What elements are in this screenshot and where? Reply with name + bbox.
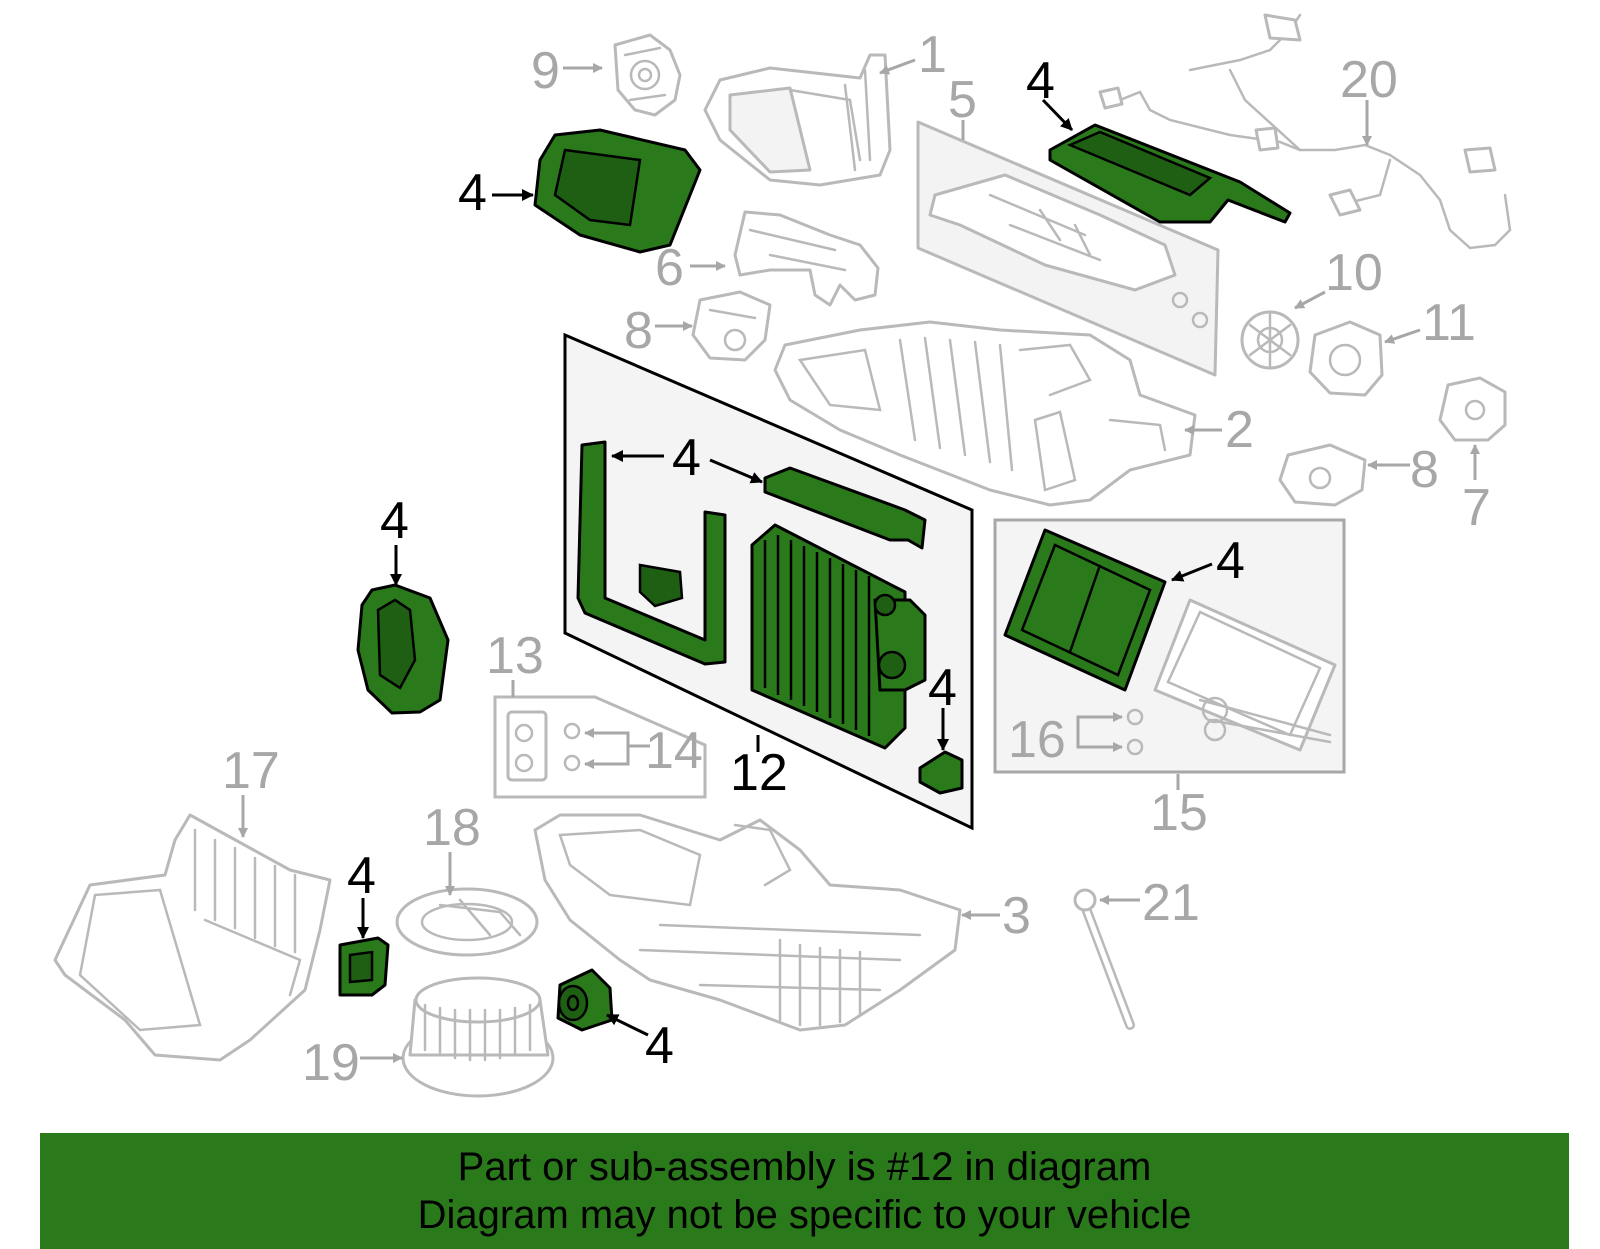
callout-4b: 4 — [458, 164, 487, 222]
part-14-o-rings — [563, 722, 581, 772]
callout-16: 16 — [1008, 711, 1066, 769]
callout-8b: 8 — [1410, 441, 1439, 499]
callout-11: 11 — [1422, 294, 1476, 352]
info-banner: Part or sub-assembly is #12 in diagram D… — [40, 1133, 1569, 1249]
callout-4g: 4 — [347, 847, 376, 905]
part-4-seal-d — [763, 466, 927, 550]
callout-4e: 4 — [1216, 532, 1245, 590]
part-13-expansion-valve — [506, 710, 548, 782]
part-4-seal-a — [533, 128, 702, 254]
part-17-lower-housing — [53, 813, 332, 1062]
callout-4f: 4 — [928, 659, 957, 717]
part-15-heater-core — [1153, 598, 1337, 752]
callout-15: 15 — [1150, 784, 1208, 842]
part-4-seal-e — [918, 750, 964, 795]
callout-5: 5 — [948, 71, 977, 129]
banner-line-2: Diagram may not be specific to your vehi… — [417, 1193, 1192, 1237]
part-12-evaporator-core — [750, 523, 927, 750]
part-4-seal-b — [1048, 123, 1292, 224]
callout-14: 14 — [645, 722, 703, 780]
leader-lines — [238, 58, 1480, 1063]
part-8-actuator-b — [1278, 443, 1367, 507]
callout-2: 2 — [1225, 401, 1254, 459]
callout-6: 6 — [655, 239, 684, 297]
callout-4d: 4 — [380, 492, 409, 550]
part-21-drain-tube — [1073, 888, 1135, 1030]
callout-19: 19 — [302, 1034, 360, 1092]
part-4-seal-g — [356, 583, 450, 715]
part-9-actuator — [613, 33, 682, 117]
part-7-actuator — [1438, 376, 1507, 442]
part-11-actuator — [1308, 320, 1384, 397]
callout-4a: 4 — [1026, 52, 1055, 110]
part-3-lower-case — [533, 813, 962, 1032]
callout-4c: 4 — [672, 429, 701, 487]
callout-13: 13 — [486, 627, 544, 685]
part-6-duct — [733, 210, 880, 307]
part-1-upper-housing — [703, 53, 892, 187]
part-5-filter-assembly — [916, 120, 1220, 377]
callout-labels: 1 2 3 4 4 4 4 4 4 4 4 5 6 7 8 8 9 10 11 … — [222, 26, 1491, 1092]
part-8-actuator-a — [691, 290, 772, 362]
callout-3: 3 — [1002, 887, 1031, 945]
part-4-seal-f — [1003, 528, 1167, 692]
callout-4h: 4 — [645, 1017, 674, 1075]
part-2-main-housing — [773, 320, 1197, 507]
callout-12: 12 — [730, 744, 788, 802]
callout-8a: 8 — [624, 302, 653, 360]
callout-21: 21 — [1142, 874, 1200, 932]
part-4-seal-c — [576, 440, 727, 666]
part-4-seal-h — [338, 936, 390, 997]
callout-20: 20 — [1340, 51, 1398, 109]
callout-17: 17 — [222, 742, 280, 800]
callout-18: 18 — [423, 799, 481, 857]
part-18-blower-cover — [395, 887, 539, 957]
callout-10: 10 — [1325, 244, 1383, 302]
part-4-cylinder-seal — [556, 968, 614, 1032]
callout-9: 9 — [531, 42, 560, 100]
part-10-fan — [1240, 310, 1300, 370]
part-19-blower-motor — [401, 976, 555, 1098]
banner-line-1: Part or sub-assembly is #12 in diagram — [457, 1145, 1152, 1189]
part-16-o-rings — [1126, 708, 1144, 756]
callout-1: 1 — [918, 26, 947, 84]
callout-7: 7 — [1462, 479, 1491, 537]
